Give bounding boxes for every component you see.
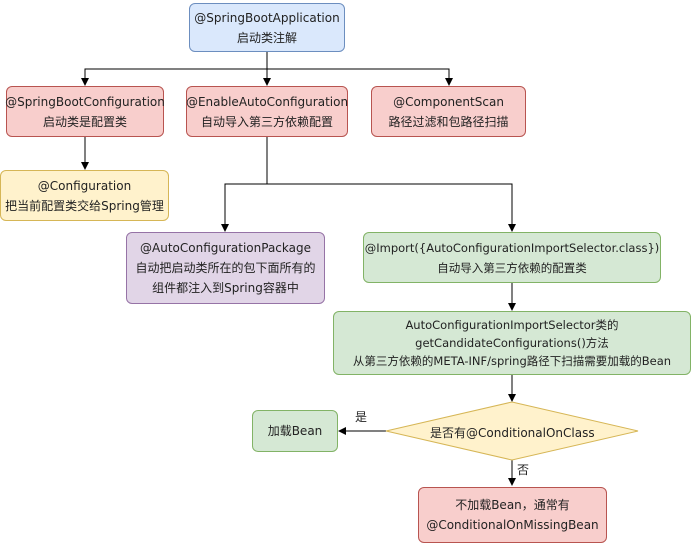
node-desc: 自动导入第三方依赖配置 xyxy=(200,114,333,129)
conditional-diamond xyxy=(385,401,639,461)
node-auto-configuration-package: @AutoConfigurationPackage 自动把启动类所在的包下面所有… xyxy=(126,232,325,304)
conditional-label: 是否有@ConditionalOnClass xyxy=(430,426,595,440)
node-component-scan: @ComponentScan 路径过滤和包路径扫描 xyxy=(371,86,526,137)
node-line2: @ConditionalOnMissingBean xyxy=(426,518,599,532)
node-configuration: @Configuration 把当前配置类交给Spring管理 xyxy=(0,170,169,221)
edge-root-to-springbootconfig xyxy=(81,52,268,86)
node-desc-line2: 组件都注入到Spring容器中 xyxy=(152,281,299,295)
node-desc: 路径过滤和包路径扫描 xyxy=(388,114,509,129)
node-load-bean: 加载Bean xyxy=(252,410,338,452)
node-spring-boot-configuration: @SpringBootConfiguration 启动类是配置类 xyxy=(5,86,165,137)
node-not-load-bean: 不加载Bean，通常有 @ConditionalOnMissingBean xyxy=(418,487,607,543)
edge-label-yes: 是 xyxy=(355,410,368,424)
node-title: @Configuration xyxy=(37,178,132,193)
node-title: @SpringBootConfiguration xyxy=(5,94,165,109)
node-line1: AutoConfigurationImportSelector类的 xyxy=(405,318,619,332)
node-desc: 启动类是配置类 xyxy=(42,114,127,129)
node-title: @Import({AutoConfigurationImportSelector… xyxy=(364,240,660,255)
node-enable-auto-configuration: @EnableAutoConfiguration 自动导入第三方依赖配置 xyxy=(186,86,348,137)
node-line1: 不加载Bean，通常有 xyxy=(455,498,570,512)
edge-root-to-componentscan xyxy=(267,68,453,86)
node-desc: 启动类注解 xyxy=(236,30,297,45)
edge-label-no: 否 xyxy=(517,463,530,477)
node-spring-boot-application: @SpringBootApplication 启动类注解 xyxy=(189,3,345,52)
node-line3: 从第三方依赖的META-INF/spring路径下扫描需要加载的Bean xyxy=(352,354,672,368)
edge-enableauto-to-autoconfigpackage xyxy=(221,137,268,232)
node-selector-method: AutoConfigurationImportSelector类的 getCan… xyxy=(333,311,691,375)
edge-enableauto-to-import xyxy=(267,183,516,232)
node-desc: 自动导入第三方依赖的配置类 xyxy=(437,260,587,275)
node-title: @ComponentScan xyxy=(393,94,504,109)
node-label: 加载Bean xyxy=(267,424,323,438)
node-line2: getCandidateConfigurations()方法 xyxy=(415,336,609,350)
node-title: @AutoConfigurationPackage xyxy=(140,241,311,255)
node-title: @SpringBootApplication xyxy=(194,10,340,25)
node-title: @EnableAutoConfiguration xyxy=(185,94,349,109)
node-desc: 把当前配置类交给Spring管理 xyxy=(5,198,164,213)
node-desc-line1: 自动把启动类所在的包下面所有的 xyxy=(135,261,316,275)
node-import-selector: @Import({AutoConfigurationImportSelector… xyxy=(363,232,661,283)
